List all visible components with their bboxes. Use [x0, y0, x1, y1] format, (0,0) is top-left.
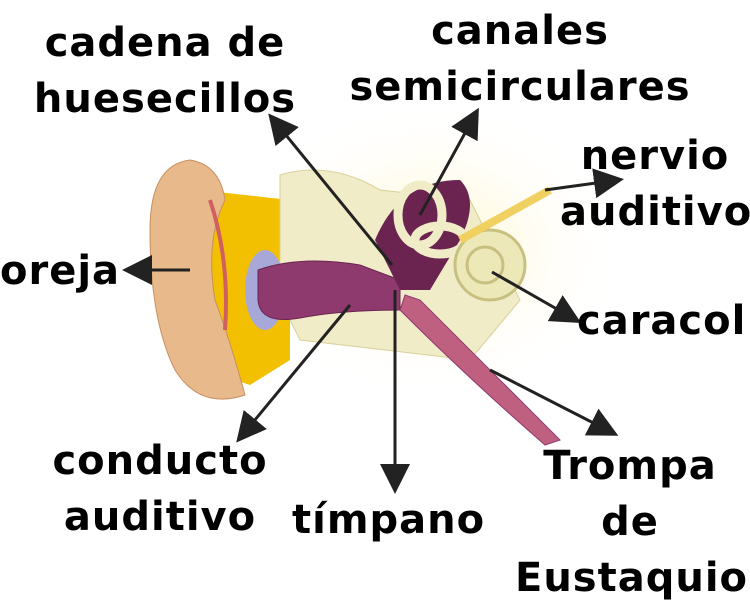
- label-line: nervio: [580, 133, 730, 179]
- label-line: conducto: [52, 438, 268, 484]
- label-line: cadena de: [44, 20, 286, 66]
- label-ossicles: cadena de huesecillos: [30, 15, 300, 127]
- label-line: auditivo: [560, 189, 750, 235]
- eustachian-tube: [399, 294, 561, 446]
- label-line: canales: [431, 8, 609, 54]
- label-line: auditivo: [63, 494, 257, 540]
- label-eardrum: tímpano: [292, 497, 486, 543]
- label-line: Trompa: [543, 443, 717, 489]
- label-canal: conducto auditivo: [50, 433, 270, 545]
- label-eustachian: Trompa de Eustaquio: [515, 438, 749, 600]
- arrow-cochlea: [491, 270, 582, 323]
- arrow-nerve: [544, 168, 624, 199]
- pinna-cartilage: [208, 199, 228, 331]
- arrow-ossicles: [268, 113, 394, 266]
- label-nerve: nervio auditivo: [560, 128, 750, 240]
- label-line: huesecillos: [33, 76, 297, 122]
- pinna-shape: [149, 159, 246, 400]
- cochlea-spiral: [465, 245, 505, 285]
- label-semicircular: canales semicirculares: [345, 3, 695, 115]
- label-line: semicirculares: [349, 64, 691, 110]
- auditory-nerve: [458, 186, 552, 244]
- label-line: Eustaquio: [515, 555, 749, 600]
- label-line: de: [601, 499, 659, 545]
- arrow-canal: [236, 304, 352, 443]
- ear-canal: [257, 260, 401, 320]
- arrow-eustachian: [489, 368, 619, 436]
- arrow-semicircular: [418, 107, 479, 216]
- label-cochlea: caracol: [577, 298, 747, 344]
- label-pinna: oreja: [0, 248, 121, 294]
